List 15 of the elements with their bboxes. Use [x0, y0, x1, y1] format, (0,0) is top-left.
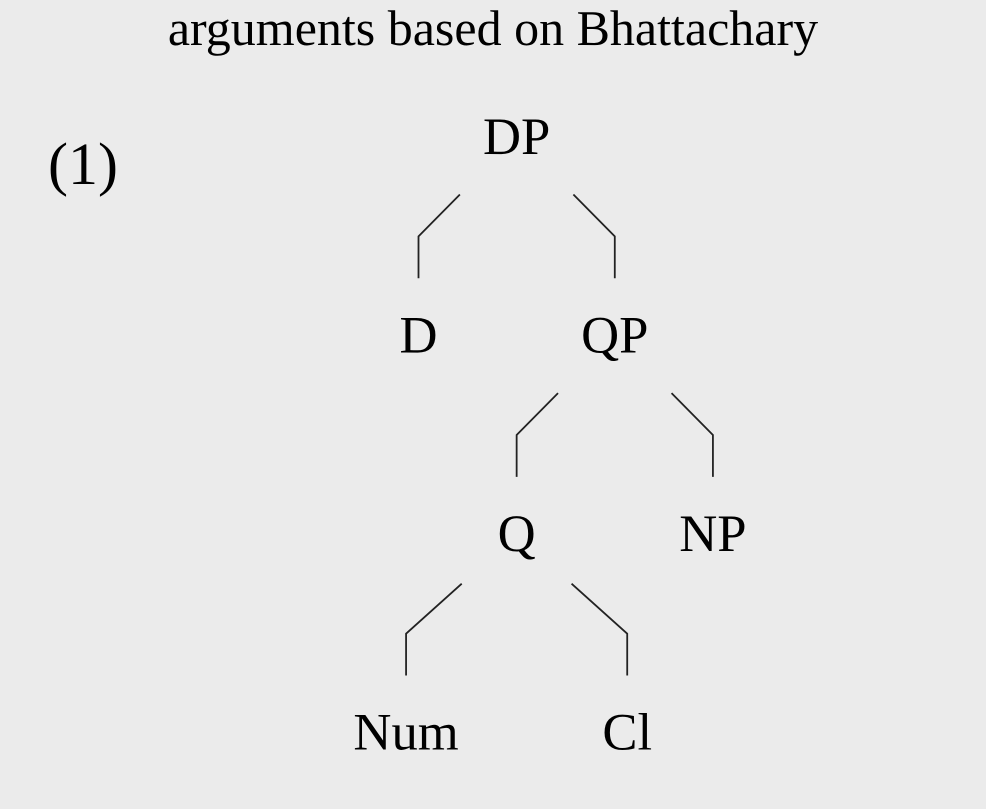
connector — [572, 194, 616, 278]
node-text: D — [399, 306, 438, 364]
node-text: QP — [581, 306, 648, 364]
example-number: (1) — [48, 130, 118, 199]
connector — [418, 194, 461, 278]
connector — [405, 583, 462, 676]
connector — [670, 392, 714, 477]
connector — [516, 392, 559, 477]
node-text: Num — [353, 703, 459, 762]
heading-text: arguments based on Bhattachary — [166, 0, 820, 58]
node-text: Q — [498, 504, 536, 564]
node-text: Cl — [602, 703, 652, 762]
connector — [570, 583, 628, 676]
node-text: NP — [679, 504, 747, 564]
node-text: DP — [482, 107, 550, 166]
